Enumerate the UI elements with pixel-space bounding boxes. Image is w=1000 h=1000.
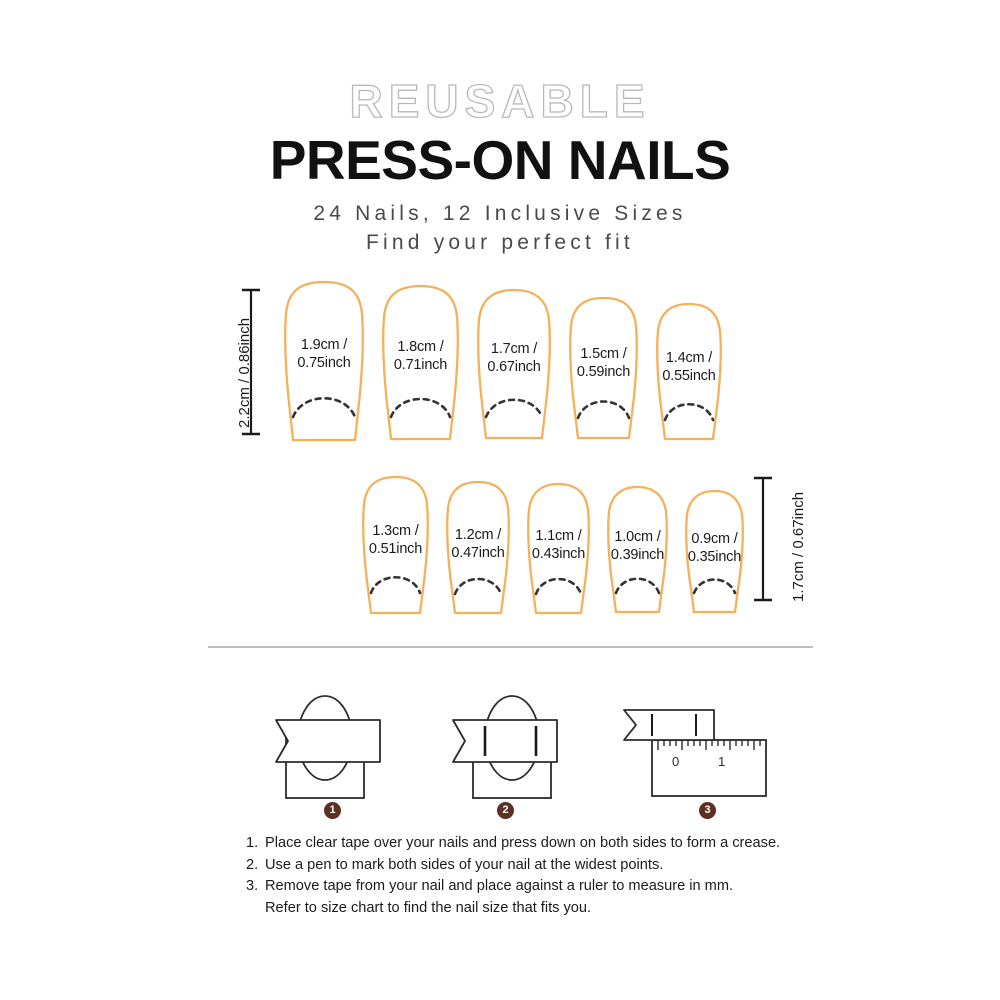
nail-size-label: 1.3cm / 0.51inch: [369, 523, 422, 558]
nail-size-label: 1.1cm / 0.43inch: [532, 528, 585, 563]
tape-against-ruler-icon: 0 1: [623, 709, 767, 797]
nail-size-chart: 2.2cm / 0.86inch 1.9cm / 0.75inch 1.8cm …: [0, 280, 1000, 630]
step-diagram-3: 0 1 3: [622, 690, 782, 819]
nail-size-label: 1.9cm / 0.75inch: [297, 337, 350, 372]
dimension-label-row-2: 1.7cm / 0.67inch: [790, 491, 807, 602]
nail-swatch[interactable]: 1.5cm / 0.59inch: [566, 296, 641, 446]
instruction-item: 3. Remove tape from your nail and place …: [246, 876, 886, 898]
nail-size-inch: 0.55inch: [662, 367, 716, 384]
step-badge: 1: [324, 802, 341, 819]
nail-swatch[interactable]: 1.4cm / 0.55inch: [653, 302, 725, 447]
nail-size-label: 1.7cm / 0.67inch: [487, 341, 540, 376]
nail-swatch[interactable]: 1.0cm / 0.39inch: [604, 485, 671, 620]
nail-swatch[interactable]: 1.8cm / 0.71inch: [379, 284, 462, 447]
nail-size-cm: 1.0cm /: [614, 528, 661, 545]
nail-size-label: 1.0cm / 0.39inch: [611, 529, 664, 564]
nail-size-cm: 1.2cm /: [454, 526, 502, 543]
nail-size-inch: 0.75inch: [297, 355, 351, 371]
instruction-text: Place clear tape over your nails and pre…: [265, 835, 781, 851]
instructions-list: 1. Place clear tape over your nails and …: [246, 833, 886, 919]
tape-with-pen-marks-icon: [452, 695, 558, 799]
nail-swatch[interactable]: 1.2cm / 0.47inch: [443, 480, 513, 621]
overline-reusable: REUSABLE: [349, 75, 651, 127]
nail-size-label: 1.2cm / 0.47inch: [451, 527, 504, 562]
nail-size-cm: 1.9cm /: [300, 337, 348, 354]
dimension-bar-row-1: 2.2cm / 0.86inch: [236, 288, 262, 436]
instruction-text: Use a pen to mark both sides of your nai…: [265, 856, 664, 873]
instruction-item: 2. Use a pen to mark both sides of your …: [246, 855, 886, 877]
ruler-tick-label-1: 1: [718, 754, 725, 769]
step-badge: 3: [699, 802, 716, 819]
step-diagram-1: 1: [268, 690, 398, 819]
instruction-number: 3.: [246, 878, 259, 894]
instruction-number: 1.: [246, 835, 259, 851]
measurement-steps: 1 2: [0, 690, 1000, 820]
nail-size-inch: 0.39inch: [610, 546, 665, 563]
instruction-continuation: Refer to size chart to find the nail siz…: [265, 899, 592, 916]
page-header: REUSABLE PRESS-ON NAILS 24 Nails, 12 Inc…: [0, 75, 1000, 255]
page-title: PRESS-ON NAILS: [269, 129, 731, 191]
instruction-number: 2.: [246, 856, 259, 873]
section-divider: [208, 646, 813, 648]
nail-swatch[interactable]: 1.9cm / 0.75inch: [281, 280, 367, 448]
nail-swatch[interactable]: 1.7cm / 0.67inch: [474, 288, 554, 446]
nail-size-cm: 1.1cm /: [535, 527, 582, 544]
nail-swatch[interactable]: 1.3cm / 0.51inch: [359, 475, 432, 621]
subtitle-primary: 24 Nails, 12 Inclusive Sizes: [313, 202, 687, 225]
nail-row-1: 1.9cm / 0.75inch 1.8cm / 0.71inch 1.7cm …: [281, 280, 725, 448]
nail-size-label: 1.4cm / 0.55inch: [662, 350, 715, 385]
nail-row-2: 1.3cm / 0.51inch 1.2cm / 0.47inch 1.1cm …: [359, 475, 747, 621]
instruction-text: Remove tape from your nail and place aga…: [265, 878, 734, 894]
dimension-label-row-1: 2.2cm / 0.86inch: [236, 317, 253, 428]
nail-swatch[interactable]: 0.9cm / 0.35inch: [682, 489, 747, 620]
nail-size-inch: 0.43inch: [531, 545, 586, 562]
instruction-item: 1. Place clear tape over your nails and …: [246, 833, 886, 855]
nail-size-cm: 1.7cm /: [490, 341, 538, 358]
dimension-bar-row-2: 1.7cm / 0.67inch: [752, 476, 807, 602]
nail-swatch[interactable]: 1.1cm / 0.43inch: [524, 482, 593, 621]
nail-size-cm: 1.5cm /: [580, 346, 627, 363]
nail-size-inch: 0.47inch: [451, 544, 505, 561]
nail-size-label: 1.5cm / 0.59inch: [577, 346, 630, 381]
step-badge: 2: [497, 802, 514, 819]
nail-size-cm: 1.8cm /: [397, 338, 444, 355]
nail-size-inch: 0.71inch: [393, 356, 448, 373]
tape-over-nail-icon: [275, 695, 381, 799]
nail-size-inch: 0.51inch: [368, 541, 423, 557]
nail-size-cm: 0.9cm /: [691, 530, 738, 547]
nail-size-cm: 1.3cm /: [372, 523, 419, 540]
step-diagram-2: 2: [452, 690, 585, 819]
subtitle-secondary: Find your perfect fit: [366, 231, 634, 254]
nail-size-cm: 1.4cm /: [665, 349, 713, 366]
nail-size-inch: 0.35inch: [687, 548, 742, 565]
nail-size-inch: 0.67inch: [487, 359, 541, 375]
nail-size-label: 1.8cm / 0.71inch: [394, 339, 447, 374]
nail-size-inch: 0.59inch: [576, 364, 631, 380]
ruler-tick-label-0: 0: [672, 754, 679, 769]
nail-size-label: 0.9cm / 0.35inch: [688, 531, 741, 566]
